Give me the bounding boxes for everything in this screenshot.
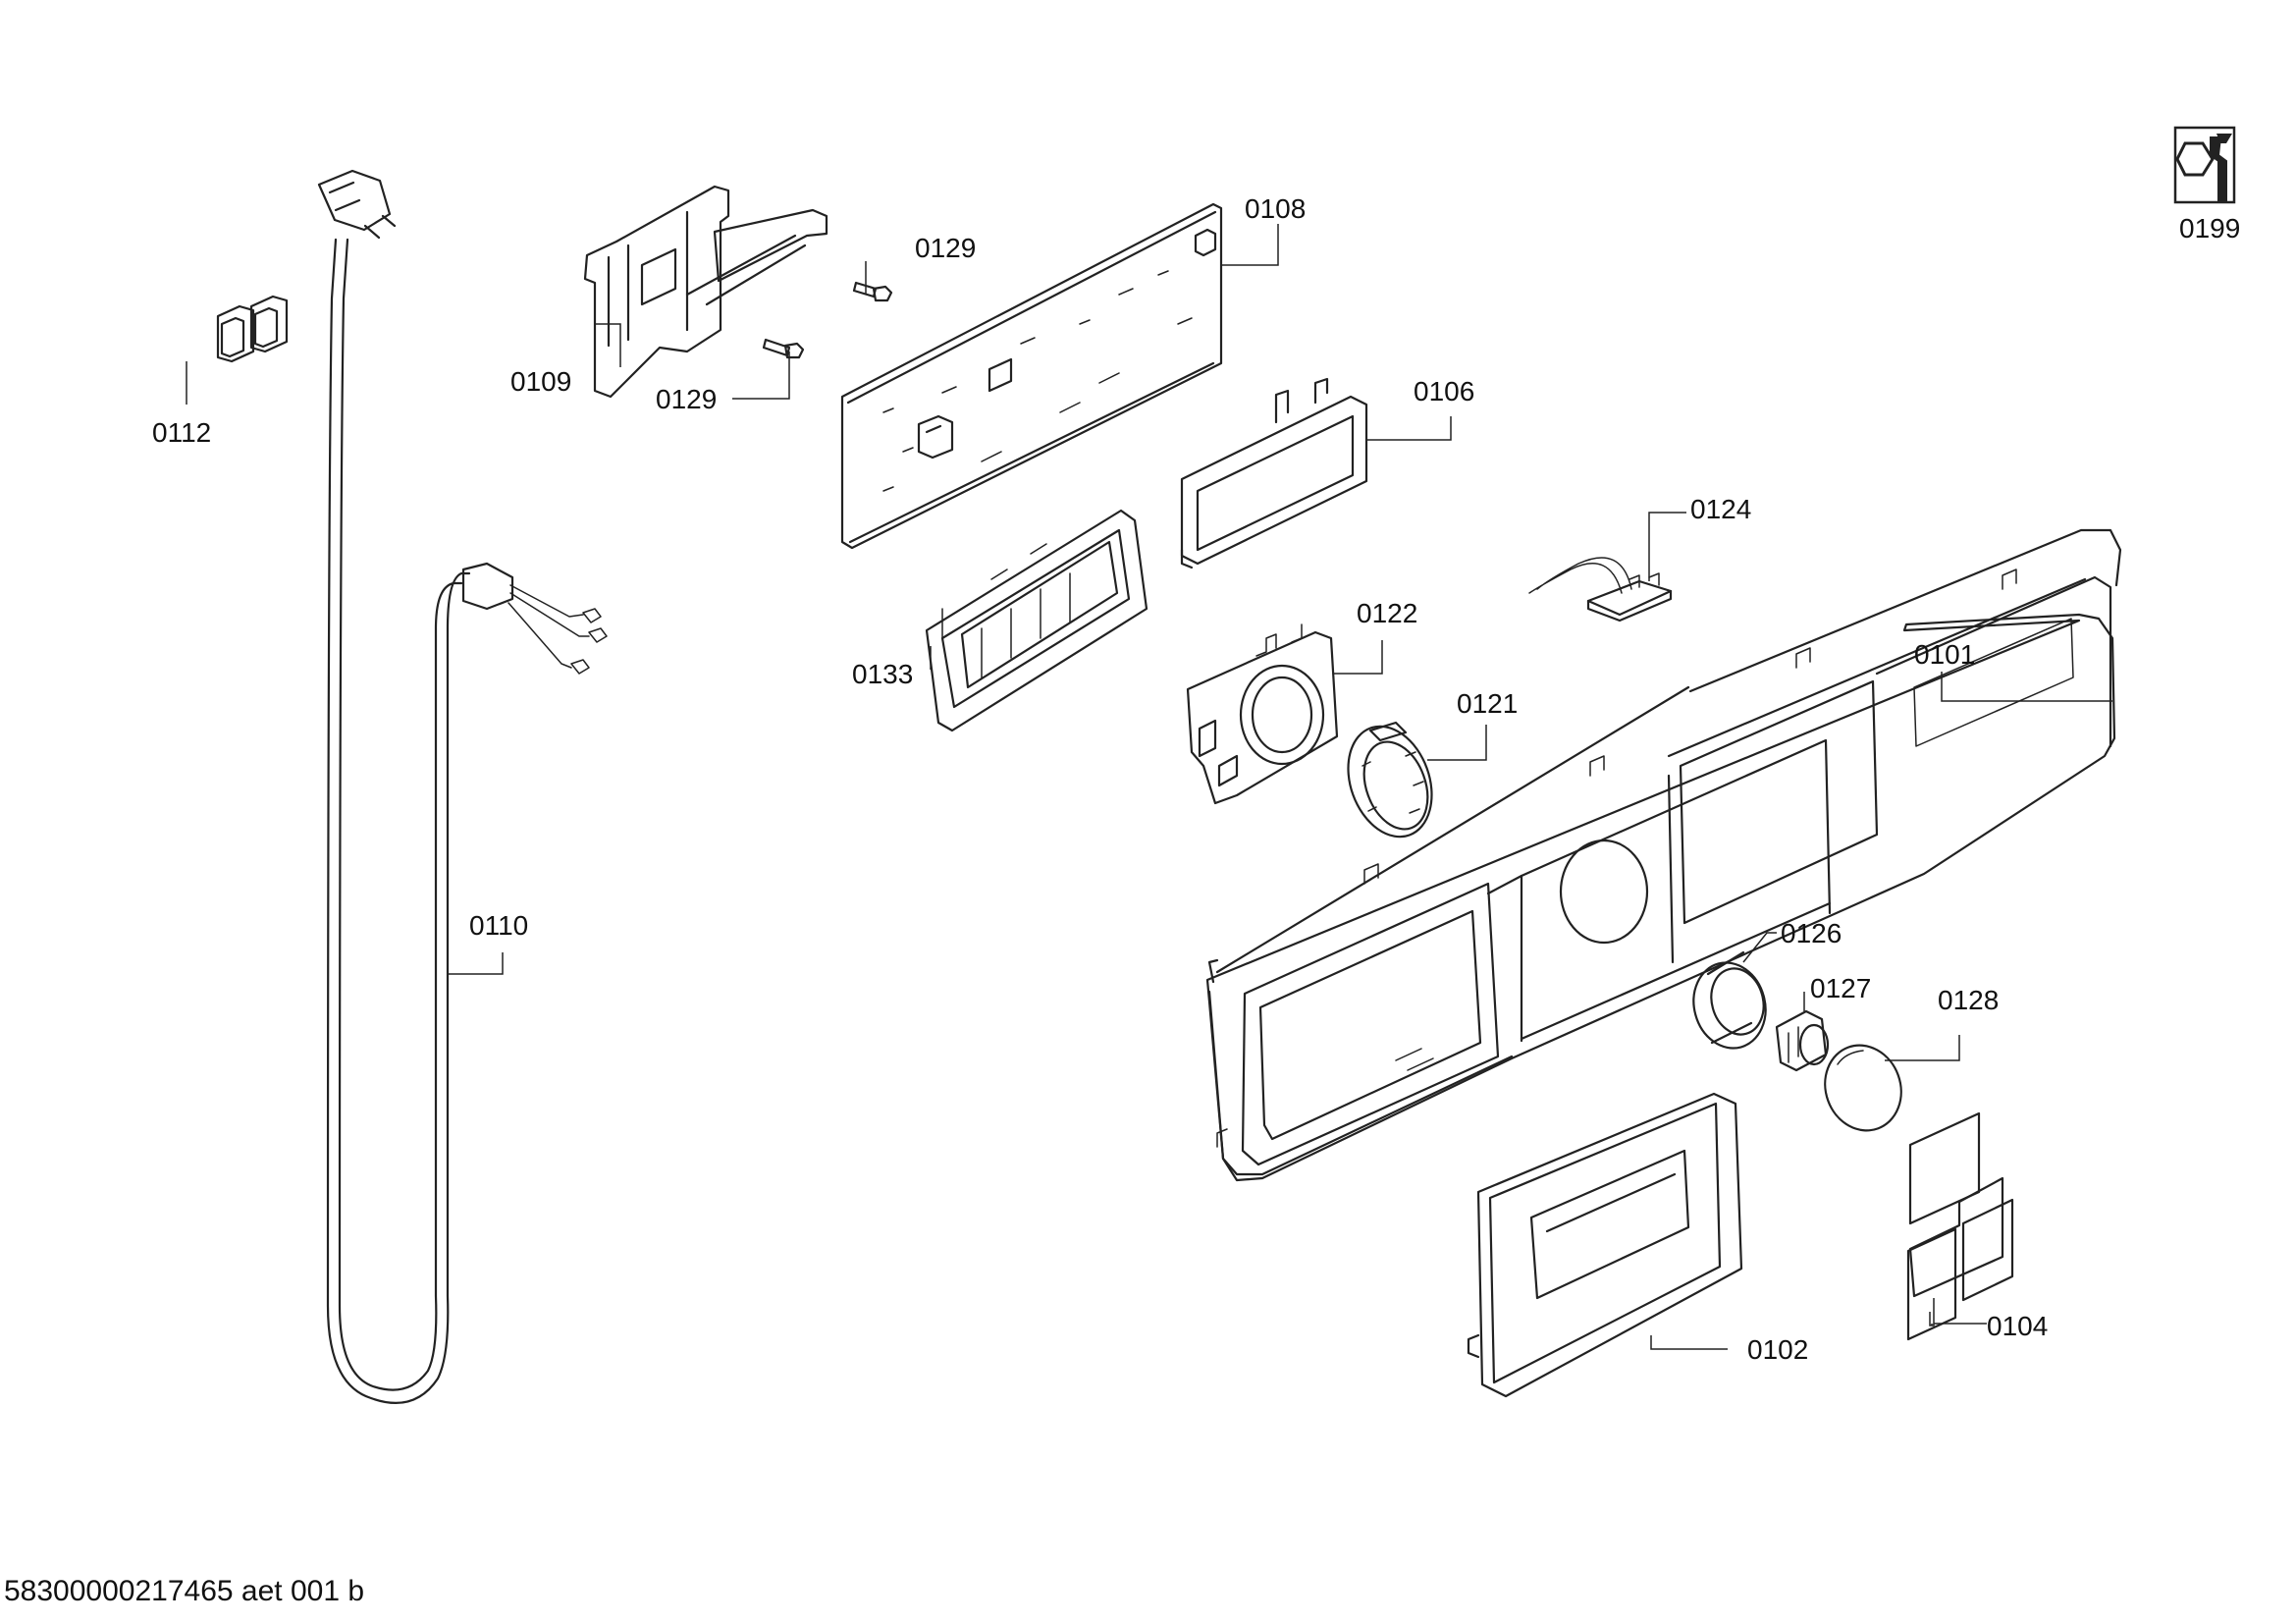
part-0110-power-cable [317, 169, 608, 1405]
part-0129-screw-lower [762, 338, 805, 359]
document-code: 58300000217465 aet 001 b [4, 1575, 364, 1607]
label-0122: 0122 [1357, 598, 1417, 628]
label-0104: 0104 [1987, 1311, 2048, 1341]
label-0127: 0127 [1810, 973, 1871, 1003]
part-0102-drawer-handle [1467, 1092, 1743, 1398]
label-0109: 0109 [510, 366, 571, 397]
part-0133-switch-frame [925, 509, 1148, 732]
part-0112-clips [216, 295, 289, 363]
part-0124-sensor-wire [1528, 557, 1673, 623]
label-0126: 0126 [1781, 918, 1842, 948]
leader-lines [186, 224, 2112, 1350]
part-0101-control-panel [1205, 528, 2122, 1182]
part-0106-display-window [1180, 377, 1368, 569]
part-0109-bracket [583, 185, 828, 399]
label-0102: 0102 [1747, 1334, 1808, 1365]
part-0129-screw-upper [852, 281, 893, 302]
part-labels: 0112 0109 0129 0129 0108 0106 0124 0133 … [152, 193, 2240, 1365]
part-0128-knob-cap [1824, 1044, 1902, 1132]
part-0121-ring [1347, 721, 1433, 839]
part-0104-label-plates [1906, 1111, 2014, 1341]
label-0108: 0108 [1245, 193, 1306, 224]
label-0133: 0133 [852, 659, 913, 689]
label-0101: 0101 [1914, 639, 1975, 670]
label-0112: 0112 [152, 417, 211, 448]
label-0129-upper: 0129 [915, 233, 976, 263]
part-0108-control-board [840, 202, 1223, 550]
label-0124: 0124 [1690, 494, 1751, 524]
label-0128: 0128 [1938, 985, 1999, 1015]
label-0106: 0106 [1414, 376, 1474, 406]
label-0121: 0121 [1457, 688, 1518, 719]
wrench-nut-icon [2173, 126, 2236, 204]
label-0129-lower: 0129 [656, 384, 717, 414]
label-0110: 0110 [469, 910, 528, 941]
part-0126-knob-ring [1692, 950, 1767, 1050]
label-0199: 0199 [2179, 213, 2240, 244]
part-0122-knob-holder [1186, 623, 1339, 805]
part-0127-knob-shaft [1775, 1009, 1830, 1072]
